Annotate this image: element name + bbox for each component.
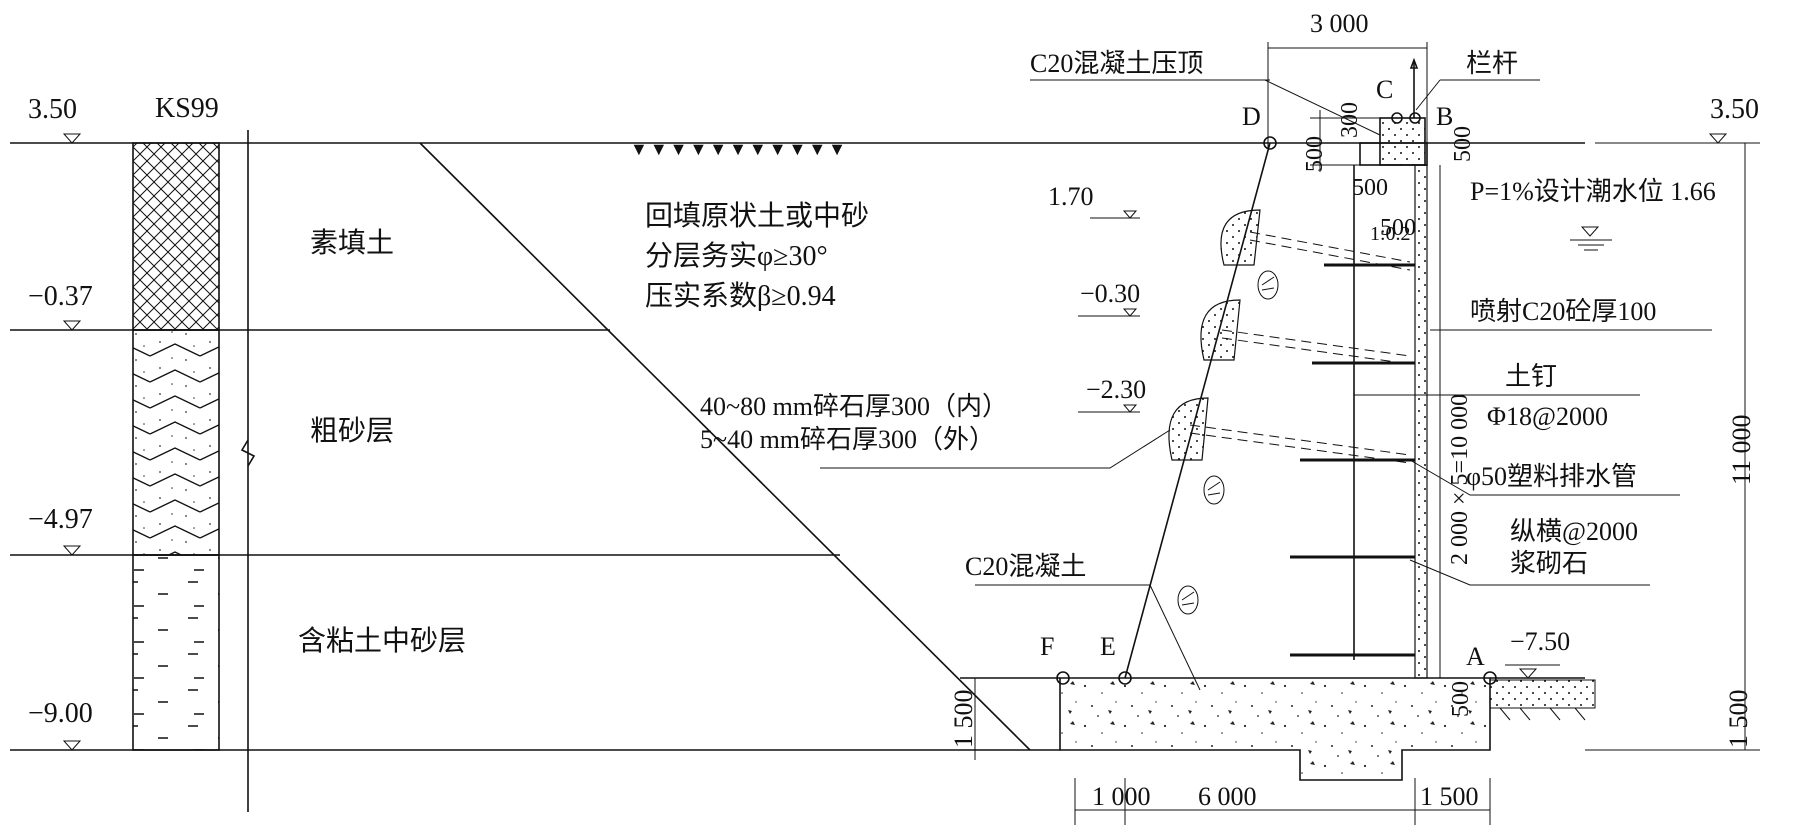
masonry-label-2: 浆砌石 [1510,549,1588,578]
shotcrete-wall [1414,164,1428,679]
svg-text:1 500: 1 500 [1724,690,1753,749]
svg-text:500: 500 [1302,136,1328,172]
soil-layer-2-name: 粗砂层 [310,415,394,447]
gravel-lens-3 [1168,397,1209,461]
railing-label: 栏杆 [1466,49,1518,78]
svg-text:−2.30: −2.30 [1086,375,1146,404]
masonry-stone-symbols [1177,270,1279,615]
point-label-a: A [1466,642,1485,671]
svg-text:−0.30: −0.30 [1080,279,1140,308]
elev-marker-inner-2: −0.30 [1078,279,1140,317]
masonry-label-1: 纵横@2000 [1510,517,1638,546]
toe-riprap [1489,679,1596,709]
dim-nail-spacing: 2 000 × 5=10 000 500 [1439,165,1474,717]
slope-ratio-label: 1:0.2 [1370,223,1411,245]
dim-top-width: 3 000 [1267,9,1428,150]
borehole-id: KS99 [155,93,219,124]
drain-pipe-label: φ50塑料排水管 [1466,462,1637,491]
dim-total-height: 11 000 1 500 [1585,142,1760,751]
elev-marker-left-2: −4.97 [28,504,93,556]
base-concrete-footing [1059,677,1491,781]
soil-layer-3-name: 含粘土中砂层 [298,625,466,657]
svg-text:500: 500 [1450,126,1476,162]
cap-leader [1264,79,1381,136]
svg-text:11 000: 11 000 [1727,414,1756,485]
svg-text:500: 500 [1448,681,1474,717]
svg-text:3.50: 3.50 [1710,94,1759,125]
drain-pipe-leader [1409,459,1680,496]
svg-text:500: 500 [1352,175,1388,201]
svg-text:300: 300 [1337,102,1363,138]
svg-text:−4.97: −4.97 [28,504,93,535]
design-tide-label: P=1%设计潮水位 1.66 [1470,177,1716,206]
railing-arrow [1409,57,1419,69]
gravel-note-line-1: 40~80 mm碎石厚300（内） [700,392,1008,421]
base-concrete-label: C20混凝土 [965,552,1086,581]
soil-nail-label: 土钉 [1505,362,1557,391]
fill-note-line-3: 压实系数β≥0.94 [645,280,836,312]
railing-leader [1415,79,1441,111]
fill-note-line-1: 回填原状土或中砂 [645,200,869,232]
dim-base-height-left: 1 500 [949,678,978,760]
elev-marker-inner-1: 1.70 [1048,182,1140,219]
borehole-column [132,142,220,751]
point-label-d: D [1242,102,1261,131]
masonry-leader [1409,559,1650,586]
svg-text:3 000: 3 000 [1310,9,1369,38]
elev-marker-left-top: 3.50 [28,94,82,144]
design-tide-symbol [1570,226,1612,251]
concrete-cap [1379,117,1426,166]
svg-text:500: 500 [1380,215,1416,241]
gravel-lens-2 [1200,299,1241,361]
toe-riprap-hatch [1499,707,1586,721]
svg-text:1.70: 1.70 [1048,182,1094,211]
svg-text:−7.50: −7.50 [1510,627,1570,656]
svg-text:3.50: 3.50 [28,94,77,125]
svg-text:1 000: 1 000 [1092,782,1151,811]
point-markers [1056,112,1497,685]
elev-marker-inner-3: −2.30 [1078,375,1146,413]
svg-text:2 000 × 5=10 000: 2 000 × 5=10 000 [1447,394,1473,565]
gravel-note-leader [820,429,1171,469]
elev-marker-left-1: −0.37 [28,281,93,331]
soil-nails [1290,263,1415,657]
dim-cap: 500 300 500 500 500 [1302,102,1476,241]
elev-marker-right-top: 3.50 [1708,94,1759,144]
svg-text:−0.37: −0.37 [28,281,93,312]
point-label-c: C [1376,75,1393,104]
cap-base [1359,142,1428,166]
elev-marker-left-3: −9.00 [28,698,93,751]
base-concrete-leader [1149,584,1201,691]
break-symbol [240,439,256,467]
svg-text:6 000: 6 000 [1198,782,1257,811]
gravel-note-line-2: 5~40 mm碎石厚300（外） [700,425,995,454]
svg-text:−9.00: −9.00 [28,698,93,729]
cap-label: C20混凝土压顶 [1030,49,1203,78]
ground-surface-hatch: ▼▼▼▼▼▼▼▼▼▼▼ [630,139,848,159]
point-label-b: B [1436,102,1453,131]
svg-text:1 500: 1 500 [1420,782,1479,811]
elev-marker-base: −7.50 [1505,627,1570,679]
point-label-f: F [1040,632,1054,661]
gravel-lens-1 [1220,209,1261,266]
excavation-slope-line [419,142,1031,751]
svg-text:1 500: 1 500 [949,690,978,749]
dim-base-widths: 1 000 6 000 1 500 [1074,778,1491,825]
soil-layer-1-name: 素填土 [310,227,394,259]
fill-note-line-2: 分层务实φ≥30° [645,240,828,272]
nail-spec-label: Φ18@2000 [1487,402,1608,431]
shotcrete-label: 喷射C20砼厚100 [1470,297,1656,326]
point-label-e: E [1100,632,1116,661]
drain-pipes [1189,231,1411,464]
